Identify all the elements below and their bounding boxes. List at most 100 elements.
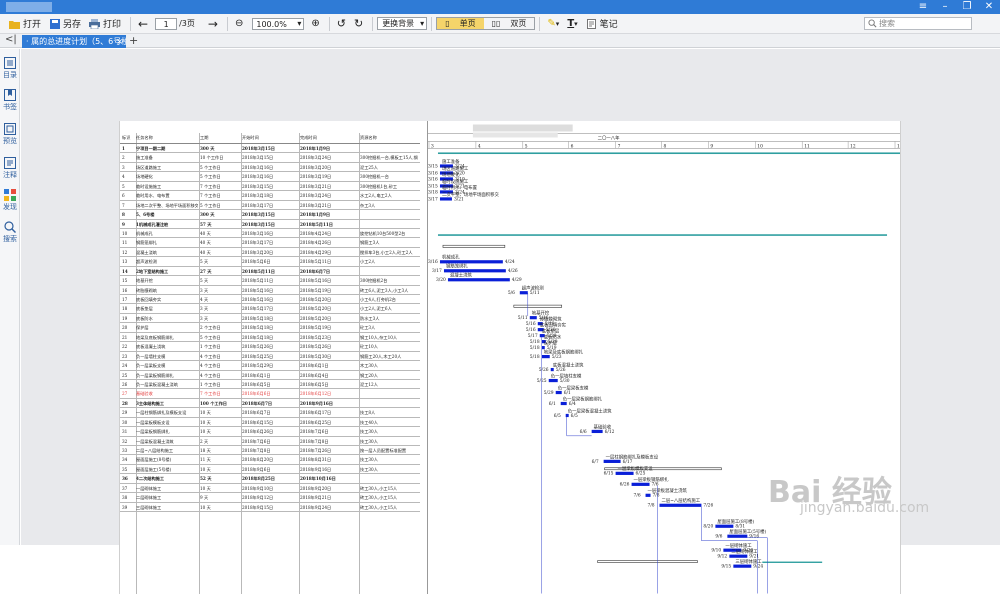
table-cell: 2018年3月15日 [242, 155, 274, 161]
task-end-label: 4/29 [512, 278, 522, 283]
search-input[interactable]: 搜索 [864, 17, 972, 30]
task-start-label: 9/6 [715, 535, 722, 540]
table-cell: 施工准备 [136, 155, 153, 161]
table-cell: 场地二次平整、场地平场面积移交 [136, 202, 198, 208]
table-cell: 34 [122, 457, 128, 463]
task-start-label: 6/6 [580, 430, 587, 435]
open-button[interactable]: 打开 [6, 16, 44, 32]
next-page-button[interactable]: → [205, 16, 221, 32]
column-divider [359, 133, 360, 594]
text-icon: T [567, 18, 575, 29]
task-bar [443, 269, 506, 273]
collapse-sidebar-button[interactable]: <| [5, 34, 17, 45]
zoom-in-button[interactable]: ⊕ [308, 16, 322, 32]
table-cell: 2018年5月11日 [300, 221, 333, 227]
sidebar-item-bookmarks[interactable]: 书签 [0, 89, 20, 112]
task-bar [537, 322, 543, 326]
table-cell: 5 个工作日 [200, 334, 221, 340]
dependency-line [566, 416, 592, 437]
table-cell: 27 [122, 391, 128, 397]
printer-icon [89, 18, 101, 29]
table-cell: 24 [122, 363, 128, 369]
column-header: 开始时间 [242, 135, 259, 140]
new-tab-button[interactable]: + [129, 34, 139, 47]
sidebar-item-annotations[interactable]: 注释 [0, 157, 20, 180]
change-background-select[interactable]: 更换背景 [377, 17, 428, 30]
highlight-button[interactable]: ✎▾ [544, 16, 562, 32]
table-cell: 300挖掘机2台 [360, 278, 388, 284]
task-end-label: 4/26 [508, 269, 518, 274]
task-bar [519, 291, 528, 295]
summary-bar [762, 561, 823, 563]
task-name-label: 底板垫层 [542, 328, 560, 335]
table-cell: 底板垫层 [136, 306, 153, 312]
single-page-button[interactable]: ▯单页 [437, 18, 484, 29]
rotate-left-icon: ↺ [336, 17, 346, 30]
sidebar-item-toc[interactable]: 目录 [0, 57, 20, 80]
sidebar-item-search[interactable]: 搜索 [0, 221, 20, 244]
zoom-out-button[interactable]: ⊖ [232, 16, 246, 32]
table-cell: 2018年3月20日 [242, 249, 274, 255]
task-name-label: 场地硬化 [442, 171, 460, 178]
table-cell: 2018年5月19日 [300, 287, 332, 293]
table-cell: 300挖掘机一台,模板工15人,钢工20人 [360, 155, 418, 161]
double-page-icon: ▯▯ [491, 18, 501, 28]
timeline-year-label: 二〇一八年 [598, 134, 620, 141]
task-start-label: 5/11 [518, 316, 528, 321]
table-cell: 4 个工作日 [200, 372, 221, 378]
double-page-button[interactable]: ▯▯双页 [484, 18, 535, 29]
prev-page-button[interactable]: ← [135, 16, 151, 32]
rotate-left-button[interactable]: ↺ [334, 16, 349, 32]
sidebar-label: 注释 [3, 171, 17, 179]
table-cell: 泥工25人 [360, 164, 378, 170]
text-tool-button[interactable]: T▾ [564, 16, 580, 32]
sidebar-item-discover[interactable]: 发现 [0, 189, 20, 212]
table-cell: 基础验收 [136, 391, 153, 397]
page-mode-toggle: ▯单页 ▯▯双页 [436, 17, 536, 30]
table-cell: 10 天 [200, 466, 211, 472]
task-bar [541, 340, 546, 344]
minimize-button[interactable]: – [942, 1, 948, 12]
zoom-select[interactable]: 100.0% [252, 17, 305, 30]
annotation-icon [4, 157, 16, 169]
sidebar-item-preview[interactable]: 预览 [0, 123, 20, 146]
page-number-input[interactable]: 1 [155, 17, 178, 30]
table-cell: 2018年5月30日 [300, 353, 332, 359]
table-cell: 2018年3月21日 [300, 202, 332, 208]
table-header: 标识任务名称工期开始时间完成时间资源名称 [120, 133, 420, 144]
table-cell: 2018年5月26日 [242, 344, 274, 350]
table-cell: 2018年7月26日 [300, 448, 332, 453]
restore-button[interactable]: ❐ [962, 1, 972, 12]
task-bar [659, 503, 702, 507]
table-cell: 砼工3人 [360, 325, 376, 331]
document-tab[interactable]: · 属的总进度计划（5、6号楼） × [22, 35, 126, 48]
table-cell: 4 [122, 174, 125, 180]
rotate-right-icon: ↻ [353, 17, 364, 30]
table-cell: 2018年5月17日 [242, 306, 274, 312]
table-cell: 7 个工作日 [200, 183, 221, 189]
table-cell: 2018年4月26日 [300, 240, 332, 246]
rotate-right-button[interactable]: ↻ [351, 16, 366, 32]
task-name-label: 负一层梁板混凝土浇筑 [568, 407, 612, 414]
table-cell: 29 [122, 410, 128, 416]
print-button[interactable]: 打印 [86, 16, 124, 32]
task-start-label: 3/15 [428, 164, 438, 169]
close-window-button[interactable]: ✕ [984, 1, 994, 12]
save-as-label: 另存 [63, 20, 82, 30]
column-divider [299, 133, 300, 594]
table-cell: 30 [122, 419, 128, 425]
task-end-label: 6/25 [636, 472, 646, 477]
task-start-label: 8/20 [703, 525, 713, 530]
menu-icon[interactable]: ≡ [918, 1, 928, 12]
save-as-button[interactable]: 另存 [46, 16, 84, 32]
notes-button[interactable]: 笔记 [583, 16, 621, 32]
task-name-label: 底板混凝土浇筑 [553, 361, 584, 368]
table-cell: 57 天 [200, 221, 212, 227]
close-tab-icon[interactable]: × [116, 37, 123, 46]
print-label: 打印 [103, 20, 122, 30]
